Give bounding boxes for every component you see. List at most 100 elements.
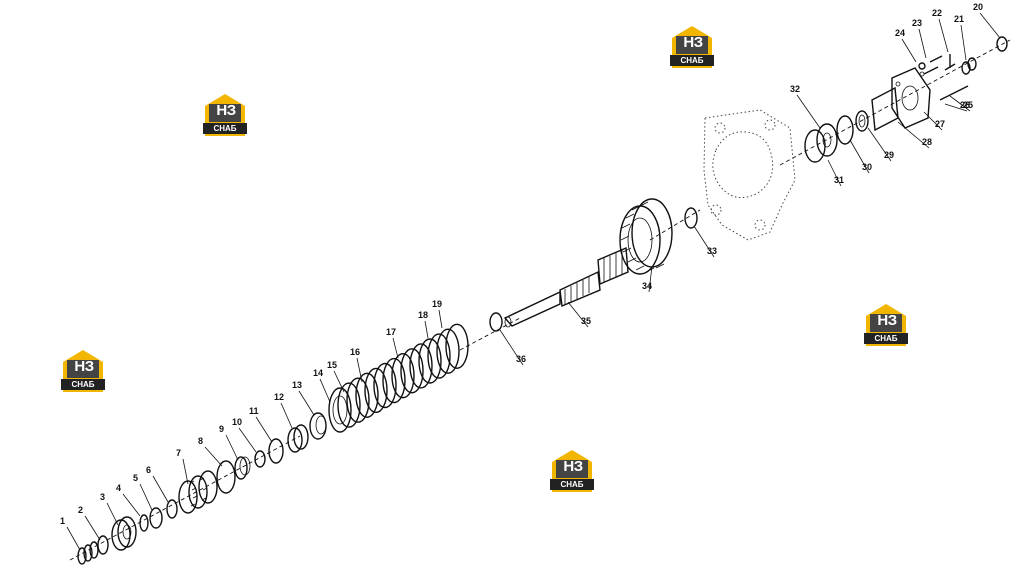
part-number-label: 3	[100, 492, 105, 502]
leader-line	[225, 434, 239, 461]
part-number-label: 25	[963, 100, 973, 110]
part-number-label: 21	[954, 14, 964, 24]
part-number-label: 27	[935, 119, 945, 129]
part-27-cover	[891, 67, 931, 129]
part-number-label: 11	[249, 406, 259, 416]
part-number-label: 24	[895, 28, 905, 38]
clutch-disc	[373, 362, 397, 409]
part-36-snap-ring	[489, 312, 503, 332]
part-number-label: 22	[932, 8, 942, 18]
part-number-label: 8	[198, 436, 203, 446]
part-number-label: 20	[973, 2, 983, 12]
clutch-disc	[355, 372, 379, 418]
clutch-disc	[346, 377, 370, 423]
part-number-label: 32	[790, 84, 800, 94]
leader-line	[918, 28, 927, 59]
watermark-logo: НЗ СНАБ	[59, 348, 107, 394]
part-26-bolt	[939, 85, 969, 101]
leader-line	[392, 337, 399, 359]
watermark-logo: НЗ СНАБ	[668, 24, 716, 70]
clutch-disc	[382, 357, 406, 404]
part-6-ring	[166, 499, 178, 519]
watermark-logo: НЗ СНАБ	[862, 302, 910, 348]
part-29-seal	[855, 110, 869, 132]
part-number-label: 12	[274, 392, 284, 402]
part-number-label: 19	[432, 299, 442, 309]
parts-15-19-clutch-pack	[328, 323, 469, 433]
leader-line	[66, 526, 81, 551]
part-number-label: 18	[418, 310, 428, 320]
clutch-disc	[409, 343, 433, 389]
part-8-ring	[216, 460, 236, 494]
leader-line	[319, 378, 331, 403]
part-20-ring	[996, 36, 1008, 52]
part-number-label: 26	[960, 100, 970, 110]
part-number-label: 33	[707, 246, 717, 256]
part-21-bushing	[961, 57, 977, 75]
leader-line	[499, 329, 524, 366]
leader-line	[356, 357, 363, 383]
leader-line	[867, 127, 892, 162]
leader-line	[827, 159, 842, 187]
part-number-label: 31	[834, 175, 844, 185]
part-34-ring-gear	[619, 198, 673, 275]
clutch-disc	[364, 367, 388, 414]
leader-line	[280, 402, 293, 429]
part-number-label: 6	[146, 465, 151, 475]
leader-line	[204, 446, 223, 467]
part-3-bearing	[111, 516, 137, 551]
clutch-disc	[427, 333, 451, 379]
clutch-disc	[328, 387, 352, 433]
transmission-housing-outline	[703, 109, 796, 241]
watermark-logo: НЗ СНАБ	[548, 448, 596, 494]
leader-line	[424, 320, 429, 339]
part-number-label: 7	[176, 448, 181, 458]
leader-line	[298, 390, 315, 416]
part-number-label: 13	[292, 380, 302, 390]
leader-line	[849, 139, 870, 174]
part-number-label: 23	[912, 18, 922, 28]
part-9-bearing	[234, 456, 251, 480]
clutch-disc	[418, 338, 442, 384]
part-number-label: 16	[350, 347, 360, 357]
part-23-fitting	[929, 55, 943, 63]
part-25-pin	[923, 66, 939, 75]
part-number-label: 30	[862, 162, 872, 172]
part-number-label: 34	[642, 281, 652, 291]
clutch-disc	[436, 328, 460, 374]
part-35-shaft	[503, 246, 629, 328]
part-number-label: 9	[219, 424, 224, 434]
leader-line	[84, 515, 101, 541]
part-7-gear	[178, 470, 218, 514]
part-31-bearing	[804, 123, 838, 163]
part-22-stud	[944, 54, 956, 71]
leader-line	[106, 502, 119, 526]
leader-line	[567, 301, 589, 328]
part-1-rings	[77, 541, 99, 565]
part-number-label: 36	[516, 354, 526, 364]
part-number-label: 29	[884, 150, 894, 160]
part-33-ring	[684, 207, 698, 229]
leader-line	[648, 265, 653, 293]
leader-line	[960, 24, 967, 61]
leader-line	[944, 103, 968, 112]
part-number-label: 1	[60, 516, 65, 526]
leader-line	[182, 458, 189, 485]
clutch-disc	[445, 323, 469, 369]
part-30-o-ring	[836, 115, 854, 145]
leader-line	[923, 111, 943, 131]
leader-line	[979, 12, 1001, 39]
leader-line	[897, 121, 930, 149]
leader-line	[796, 94, 821, 129]
leader-line	[949, 95, 971, 112]
leader-line	[901, 38, 917, 63]
part-24-screw	[918, 62, 926, 70]
leader-line	[438, 309, 443, 329]
part-13-seal	[309, 412, 327, 440]
part-5-ring	[149, 507, 163, 529]
part-28-gasket	[871, 86, 899, 132]
part-number-label: 10	[232, 417, 242, 427]
part-10-ring	[254, 450, 266, 468]
leader-line	[938, 18, 949, 53]
